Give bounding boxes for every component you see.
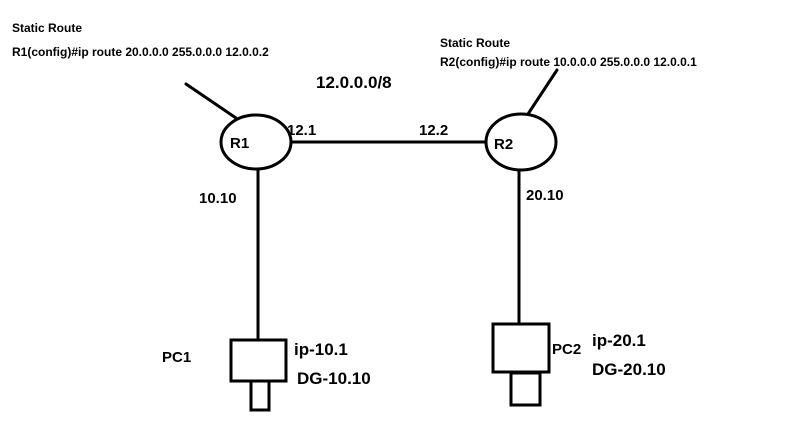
r2-annotation-pointer bbox=[526, 68, 559, 116]
pc2-gateway-label: DG-20.10 bbox=[592, 360, 666, 379]
r1-config-heading: Static Route bbox=[12, 21, 82, 35]
r1-annotation-pointer bbox=[184, 82, 238, 120]
router-r1-label: R1 bbox=[230, 135, 249, 152]
r2-link-ip-label: 12.2 bbox=[419, 122, 448, 139]
r1-config-command: R1(config)#ip route 20.0.0.0 255.0.0.0 1… bbox=[12, 45, 269, 59]
router-r2-label: R2 bbox=[494, 136, 513, 153]
pc1-ip-label: ip-10.1 bbox=[294, 340, 348, 359]
link-network-label: 12.0.0.0/8 bbox=[316, 73, 392, 92]
pc1-label: PC1 bbox=[162, 349, 191, 366]
pc2-computer-icon bbox=[491, 322, 551, 407]
pc2-label: PC2 bbox=[552, 341, 581, 358]
pc1-computer-icon bbox=[229, 338, 288, 412]
r1-lan-ip-label: 10.10 bbox=[199, 190, 237, 207]
pc1-gateway-label: DG-10.10 bbox=[297, 369, 371, 388]
r1-link-ip-label: 12.1 bbox=[287, 122, 316, 139]
pc2-ip-label: ip-20.1 bbox=[592, 331, 646, 350]
r2-config-heading: Static Route bbox=[440, 36, 510, 50]
router-r1 bbox=[219, 113, 293, 171]
r2-lan-ip-label: 20.10 bbox=[526, 187, 564, 204]
r2-config-command: R2(config)#ip route 10.0.0.0 255.0.0.0 1… bbox=[440, 55, 697, 69]
router-r2 bbox=[484, 112, 558, 172]
